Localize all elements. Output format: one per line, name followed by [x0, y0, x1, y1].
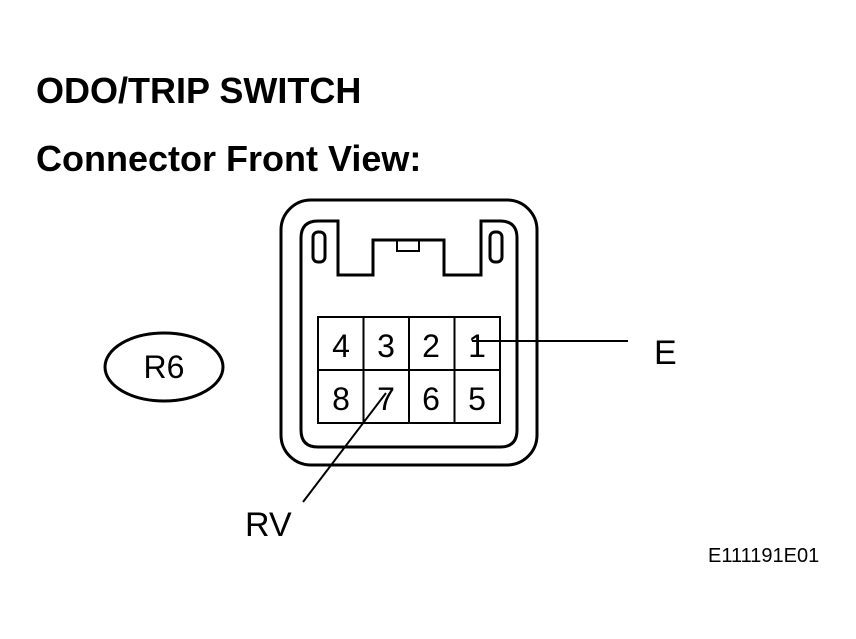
callout-label-pin1: E	[654, 334, 677, 372]
diagram-title: ODO/TRIP SWITCH	[36, 70, 362, 111]
pin-number: 7	[377, 381, 395, 417]
pin-number: 4	[332, 328, 350, 364]
connector-housing-inner	[299, 219, 519, 449]
callout-label-pin7: RV	[245, 506, 292, 544]
diagram-subtitle: Connector Front View:	[36, 138, 422, 179]
connector-code-badge: R6	[103, 331, 225, 403]
connector-latch	[396, 239, 420, 252]
pin-number: 6	[422, 381, 440, 417]
connector-housing-outer	[279, 198, 539, 467]
pin-number: 3	[377, 328, 395, 364]
callout-line-pin7	[302, 392, 387, 503]
pin-number: 5	[468, 381, 486, 417]
pin-number: 1	[468, 328, 486, 364]
connector-code-ellipse	[103, 331, 225, 403]
connector-slot-left	[311, 230, 327, 264]
pin-number: 8	[332, 381, 350, 417]
connector-slot-right	[488, 230, 504, 264]
pin-grid: 4 3 2 1 8 7 6 5	[317, 316, 501, 424]
pin-number: 2	[422, 328, 440, 364]
connector-code: R6	[144, 349, 185, 385]
figure-id: E111191E01	[708, 545, 820, 567]
